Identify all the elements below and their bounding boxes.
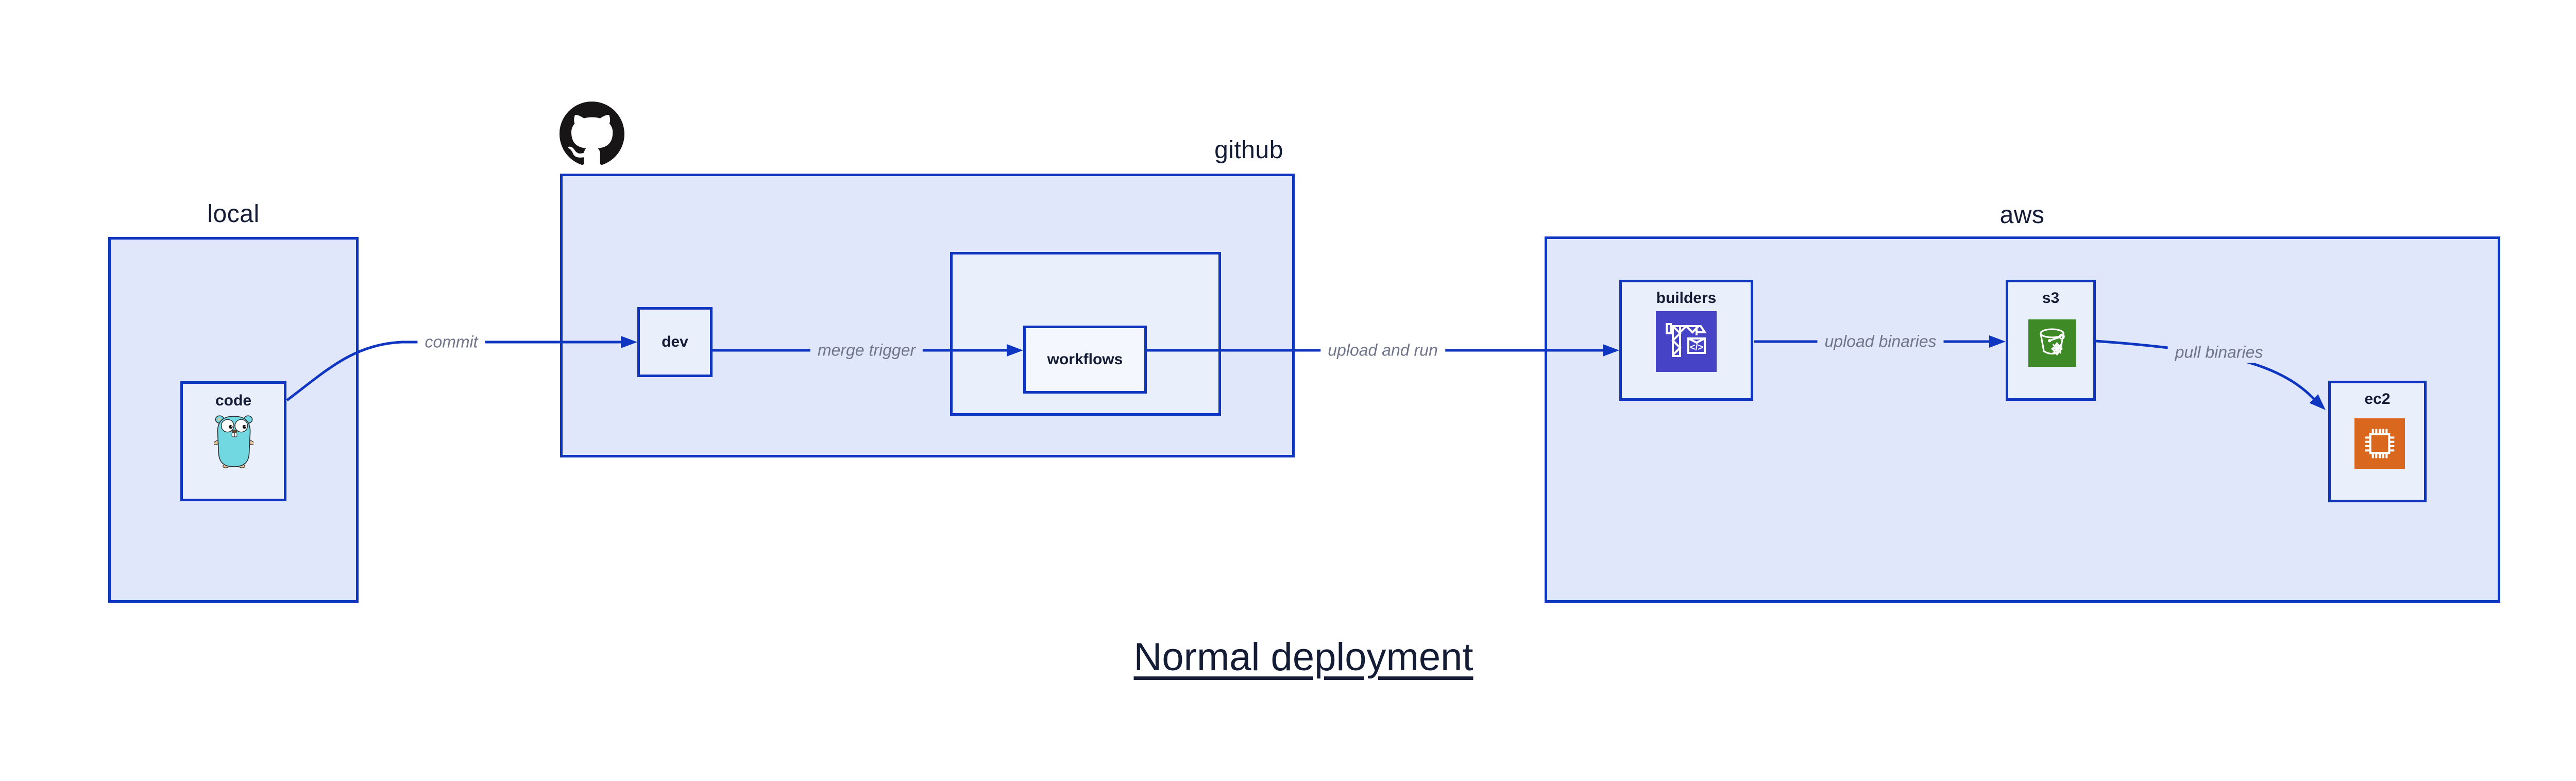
github-region-label: github (1214, 137, 1283, 164)
aws-region-label: aws (1999, 201, 2045, 229)
dev-node-box: dev (637, 307, 713, 377)
dev-node-label: dev (662, 333, 688, 350)
builders-node-label: builders (1656, 290, 1717, 307)
ec2-chip-icon (2354, 418, 2405, 469)
merge-trigger-arrow-label: merge trigger (810, 339, 923, 361)
svg-text:</>: </> (1690, 342, 1703, 352)
diagram-title: Normal deployment (1133, 635, 1473, 679)
codebuild-crane-icon: </> (1656, 311, 1717, 372)
pull-binaries-arrow-label: pull binaries (2167, 342, 2270, 363)
s3-node-label: s3 (2042, 290, 2060, 307)
upload-binaries-arrow-label: upload binaries (1817, 331, 1944, 352)
ec2-node-box: ec2 (2328, 381, 2427, 502)
commit-arrow-label: commit (417, 331, 485, 353)
s3-node-box: s3 (2006, 280, 2096, 401)
code-node-box: code (180, 381, 286, 501)
builders-node-box: builders </> (1619, 280, 1753, 401)
ec2-node-label: ec2 (2364, 390, 2391, 408)
s3-bucket-icon (2028, 319, 2076, 367)
local-region-label: local (207, 200, 260, 228)
github-octocat-icon (560, 101, 624, 165)
workflows-node-box: workflows (1023, 326, 1147, 394)
workflows-node-label: workflows (1047, 351, 1123, 368)
upload-and-run-arrow-label: upload and run (1320, 339, 1445, 361)
go-gopher-icon (214, 414, 253, 468)
code-node-label: code (215, 392, 252, 409)
